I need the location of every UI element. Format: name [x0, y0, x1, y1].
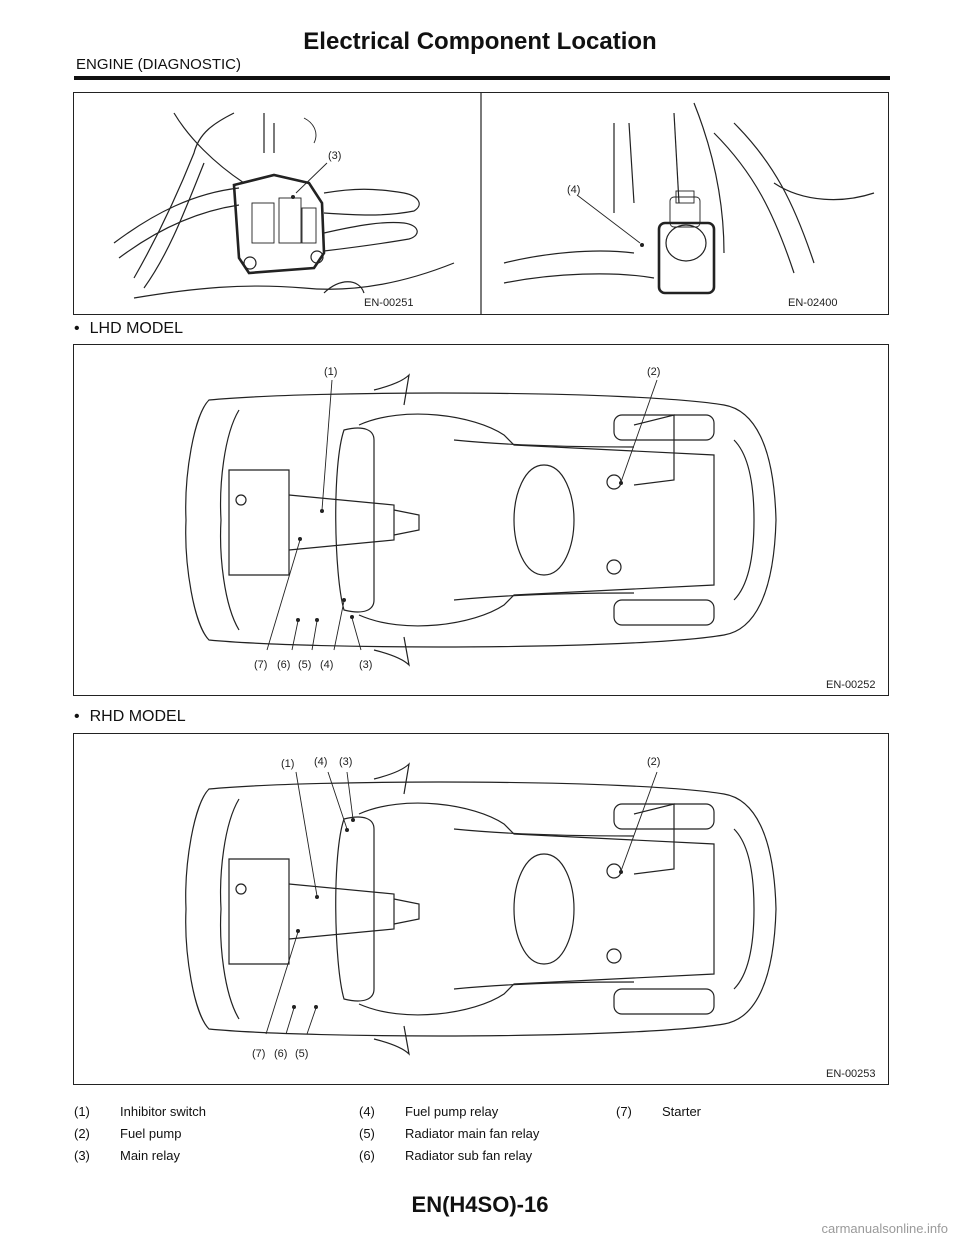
legend-number: (5) [359, 1126, 375, 1141]
legend-number: (4) [359, 1104, 375, 1119]
fuel-pump-relay-illustration: (4) EN-02400 [503, 102, 875, 309]
page-number: EN(H4SO)-16 [411, 1192, 549, 1217]
lhd-car-illustration: (1) (2) (7) (6) (5) (4) (3) EN-00252 [185, 366, 876, 691]
legend-item: (2) Fuel pump [74, 1126, 181, 1141]
header-rule [74, 76, 890, 80]
legend-number: (7) [616, 1104, 632, 1119]
top-figure-panel: (3) EN-00251 (4) EN-02400 [73, 92, 889, 315]
legend-label: Radiator main fan relay [405, 1126, 540, 1141]
svg-text:(6): (6) [277, 659, 290, 671]
legend-number: (2) [74, 1126, 90, 1141]
svg-text:(7): (7) [254, 659, 267, 671]
legend-label: Inhibitor switch [120, 1104, 206, 1119]
watermark-link[interactable]: carmanualsonline.info [821, 1221, 948, 1236]
callout-labels: (1) (4) (3) (2) (7) (6) (5) [252, 756, 660, 1060]
lhd-figure-panel: (1) (2) (7) (6) (5) (4) (3) EN-00252 [73, 344, 889, 696]
callout-lines [266, 379, 658, 651]
legend-label: Main relay [120, 1148, 180, 1163]
rhd-heading: RHD MODEL [74, 708, 186, 726]
legend-item: (7) Starter [616, 1104, 701, 1119]
callout-labels: (1) (2) (7) (6) (5) (4) (3) [254, 366, 660, 671]
svg-text:(2): (2) [647, 366, 660, 378]
rhd-car-illustration: (1) (4) (3) (2) (7) (6) (5) EN-00253 [185, 756, 876, 1080]
legend-label: Radiator sub fan relay [405, 1148, 533, 1163]
svg-text:(1): (1) [281, 758, 294, 770]
fig-code-right: EN-02400 [788, 297, 838, 309]
legend-label: Fuel pump [120, 1126, 182, 1141]
legend-item: (5) Radiator main fan relay [359, 1126, 539, 1141]
svg-text:(7): (7) [252, 1048, 265, 1060]
legend-label: Fuel pump relay [405, 1104, 499, 1119]
legend-label: Starter [662, 1104, 702, 1119]
legend-number: (3) [74, 1148, 90, 1163]
svg-text:(3): (3) [339, 756, 352, 768]
legend-number: (6) [359, 1148, 375, 1163]
fig-code-left: EN-00251 [364, 297, 414, 309]
car-body [185, 762, 777, 1056]
svg-text:(3): (3) [328, 150, 341, 162]
svg-text:(4): (4) [320, 659, 333, 671]
rhd-figure-panel: (1) (4) (3) (2) (7) (6) (5) EN-00253 [73, 733, 889, 1085]
svg-text:(5): (5) [298, 659, 311, 671]
svg-text:(1): (1) [324, 366, 337, 378]
svg-text:(2): (2) [647, 756, 660, 768]
top-figures-illustration: (3) EN-00251 (4) EN-02400 [113, 93, 875, 314]
svg-text:(4): (4) [567, 184, 580, 196]
svg-text:(3): (3) [359, 659, 372, 671]
svg-text:(5): (5) [295, 1048, 308, 1060]
lhd-heading: LHD MODEL [74, 320, 183, 338]
svg-text:(4): (4) [314, 756, 327, 768]
legend-item: (4) Fuel pump relay [359, 1104, 498, 1119]
callout-lines [265, 771, 658, 1035]
page-title: Electrical Component Location [303, 28, 657, 55]
main-relay-illustration: (3) EN-00251 [113, 112, 455, 309]
fig-code-lhd: EN-00252 [826, 679, 876, 691]
fig-code-rhd: EN-00253 [826, 1068, 876, 1080]
legend-item: (3) Main relay [74, 1148, 180, 1163]
legend-item: (6) Radiator sub fan relay [359, 1148, 532, 1163]
car-body [185, 373, 777, 667]
svg-text:(6): (6) [274, 1048, 287, 1060]
legend-item: (1) Inhibitor switch [74, 1104, 206, 1119]
legend-number: (1) [74, 1104, 90, 1119]
section-title: ENGINE (DIAGNOSTIC) [76, 56, 242, 73]
